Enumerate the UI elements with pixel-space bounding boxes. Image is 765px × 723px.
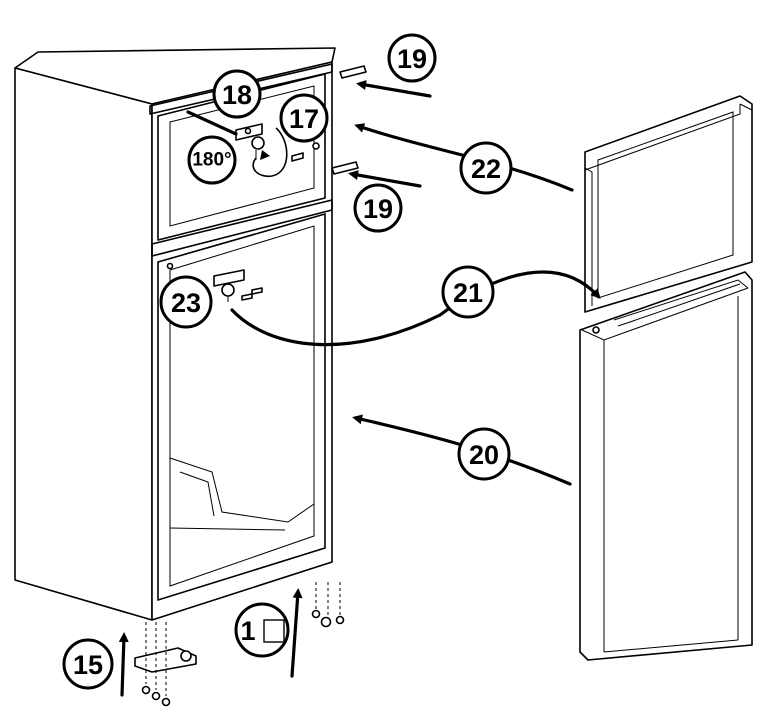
- step-callout-1: 1: [234, 602, 290, 658]
- step-callout-17: 17: [279, 93, 329, 143]
- fridge-cabinet: [14, 47, 336, 621]
- step-1-label: 1: [240, 616, 255, 646]
- top-hinge-assembly: [235, 65, 367, 178]
- step-19-bottom-label: 19: [363, 194, 393, 224]
- step-callout-19-bottom: 19: [353, 183, 403, 233]
- blank-square-icon: [263, 619, 285, 643]
- bottom-hinge-assembly: [134, 582, 345, 707]
- step-21-label: 21: [453, 278, 483, 308]
- rotation-angle-label: 180°: [192, 150, 231, 171]
- step-23-label: 23: [171, 288, 201, 318]
- screw-icon: [335, 615, 345, 625]
- step-20-label: 20: [469, 440, 499, 470]
- step-callout-23: 23: [159, 275, 213, 329]
- step-callout-19-top: 19: [387, 33, 437, 83]
- freezer-door: [584, 95, 753, 313]
- step-callout-20: 20: [457, 427, 511, 481]
- step-callout-22: 22: [459, 141, 513, 195]
- step-19-top-label: 19: [397, 44, 427, 74]
- rotation-angle-callout: 180°: [187, 135, 237, 185]
- hinge-cover-plug-top: [339, 65, 367, 79]
- screw-icon: [141, 685, 151, 695]
- screw-icon: [151, 691, 161, 701]
- step-17-label: 17: [289, 104, 319, 134]
- hinge-cover-plug-bottom: [331, 161, 359, 175]
- step-15-label: 15: [73, 650, 103, 680]
- step-callout-18: 18: [212, 69, 262, 119]
- fridge-door: [579, 271, 753, 661]
- screw-icon: [161, 697, 171, 707]
- screw-icon: [311, 609, 321, 619]
- rotation-arrow-icon: [260, 150, 270, 160]
- step-22-label: 22: [471, 154, 501, 184]
- step-callout-15: 15: [62, 638, 114, 690]
- step-18-label: 18: [222, 80, 252, 110]
- screw-icon: [320, 616, 332, 628]
- step-callout-21: 21: [441, 265, 495, 319]
- middle-hinge-assembly: [166, 262, 263, 302]
